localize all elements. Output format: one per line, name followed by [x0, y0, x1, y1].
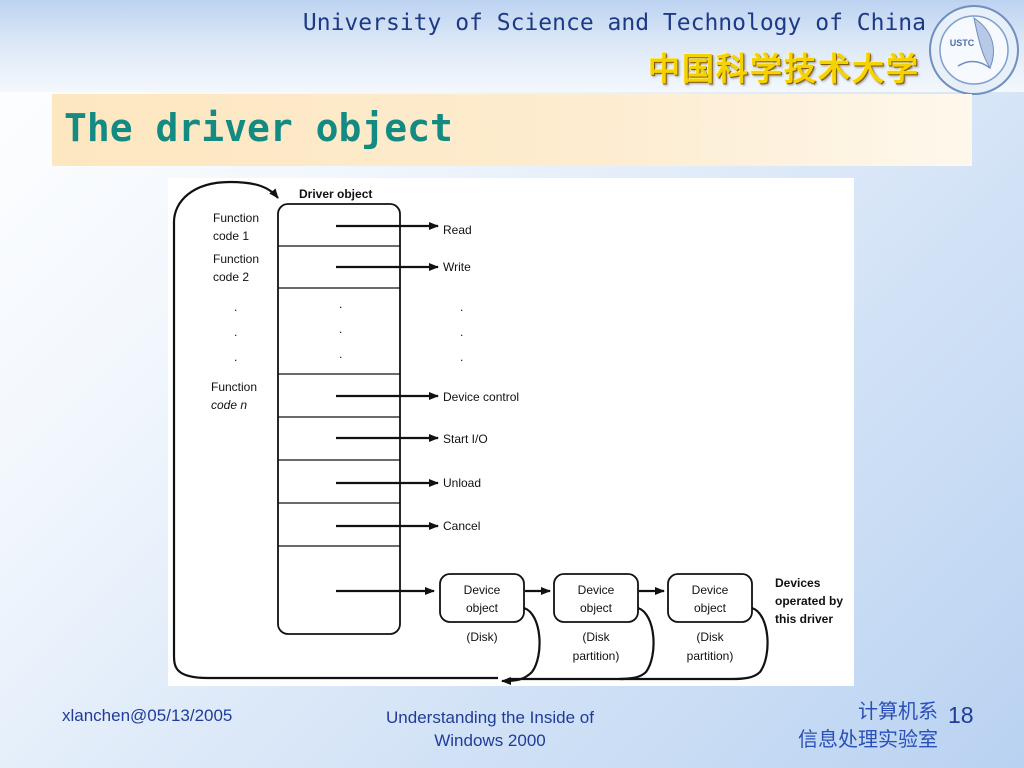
- ellipsis-dot: .: [234, 325, 237, 339]
- devices-note: operated by: [775, 594, 843, 608]
- device-object-label: Device: [578, 583, 615, 597]
- routine-label: Unload: [443, 476, 481, 490]
- footer-dept-line: 计算机系: [858, 701, 938, 723]
- routine-label: Write: [443, 260, 471, 274]
- devices-note: Devices: [775, 576, 821, 590]
- loop-back-arrow: [172, 180, 498, 680]
- slide-number: 18: [948, 702, 974, 728]
- slide-title: The driver object: [64, 106, 453, 150]
- footer-course-line: Understanding the Inside of: [386, 708, 594, 727]
- device-object-caption: partition): [573, 649, 620, 663]
- function-code-label: code n: [211, 398, 247, 412]
- routine-label: Read: [443, 223, 472, 237]
- device-object-caption: (Disk: [582, 630, 610, 644]
- function-code-label: Function: [213, 211, 259, 225]
- device-object-label: Device: [464, 583, 501, 597]
- function-code-label: Function: [213, 252, 259, 266]
- device-object-box: [439, 573, 525, 623]
- function-code-label: code 1: [213, 229, 249, 243]
- ellipsis-dot: .: [339, 347, 342, 361]
- routine-label: Start I/O: [443, 432, 488, 446]
- university-name-cn: 中国科学技术大学: [647, 50, 920, 88]
- university-name-en: University of Science and Technology of …: [302, 10, 926, 36]
- ellipsis-dot: .: [339, 322, 342, 336]
- ellipsis-dot: .: [460, 350, 463, 364]
- device-object-label: object: [694, 601, 727, 615]
- function-code-label: Function: [211, 380, 257, 394]
- title-bar: The driver object: [52, 94, 972, 166]
- device-object-label: object: [466, 601, 499, 615]
- header-band: [0, 0, 1024, 92]
- ellipsis-dot: .: [460, 325, 463, 339]
- device-object-box: [667, 573, 753, 623]
- routine-label: Cancel: [443, 519, 480, 533]
- device-object-box: [553, 573, 639, 623]
- ellipsis-dot: .: [339, 297, 342, 311]
- ellipsis-dot: .: [234, 300, 237, 314]
- back-pointer-arrow: [620, 606, 769, 681]
- ellipsis-dot: .: [234, 350, 237, 364]
- device-object-caption: (Disk: [696, 630, 724, 644]
- device-object-label: object: [580, 601, 613, 615]
- footer-author: xlanchen@05/13/2005: [62, 706, 233, 725]
- driver-object-diagram: Driver object Function code 1 Function c…: [168, 178, 854, 686]
- back-pointer-arrow: [501, 606, 541, 685]
- driver-object-label: Driver object: [299, 187, 372, 201]
- device-object-caption: (Disk): [466, 630, 497, 644]
- driver-object-box: [277, 203, 401, 635]
- footer-department: 计算机系 信息处理实验室: [740, 698, 938, 754]
- devices-note: this driver: [775, 612, 833, 626]
- footer-dept-line: 信息处理实验室: [798, 729, 938, 751]
- device-object-label: Device: [692, 583, 729, 597]
- footer-course: Understanding the Inside of Windows 2000: [340, 706, 640, 752]
- routine-label: Device control: [443, 390, 519, 404]
- footer-course-line: Windows 2000: [434, 731, 546, 750]
- function-code-label: code 2: [213, 270, 249, 284]
- ellipsis-dot: .: [460, 300, 463, 314]
- device-object-caption: partition): [687, 649, 734, 663]
- university-logo: USTC: [929, 5, 1019, 95]
- logo-text: USTC: [950, 38, 975, 48]
